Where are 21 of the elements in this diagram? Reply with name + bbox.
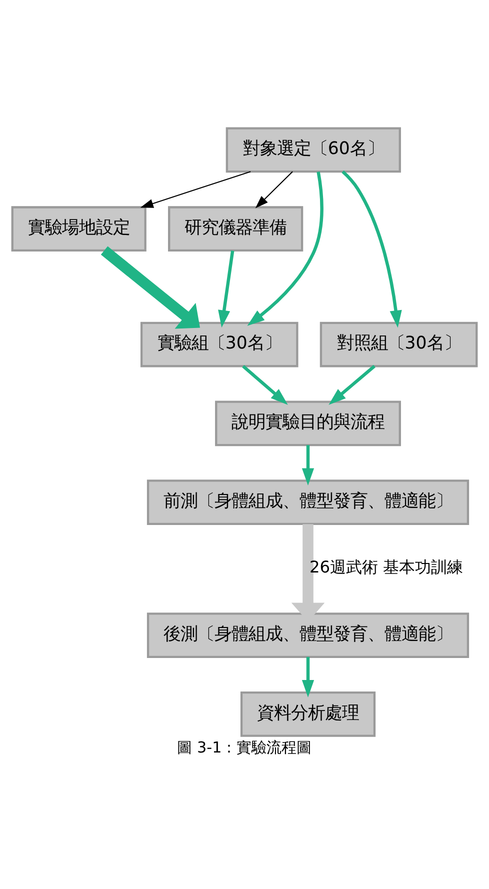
arrow: [218, 250, 234, 328]
arrow: [247, 171, 324, 326]
node-box: 後測〔身體組成、體型發育、體適能〕: [146, 612, 470, 658]
arrow: [342, 170, 402, 328]
arrow: [328, 364, 376, 405]
node-box: 資料分析處理: [240, 692, 376, 737]
arrow: [302, 445, 314, 486]
node-box: 前測〔身體組成、體型發育、體適能〕: [146, 480, 470, 526]
node-box: 實驗場地設定: [11, 206, 146, 252]
node-box: 研究儀器準備: [168, 206, 304, 252]
edge-label: 26週武術 基本功訓練: [309, 558, 464, 577]
arrow: [302, 656, 314, 698]
node-box: 對照組〔30名〕: [320, 322, 478, 368]
arrow: [100, 246, 200, 329]
node-box: 實驗組〔30名〕: [140, 322, 298, 368]
arrow: [255, 171, 293, 208]
node-box: 說明實驗目的與流程: [215, 400, 401, 446]
caption: 圖 3-1：實驗流程圖: [177, 738, 312, 756]
arrow: [140, 171, 251, 208]
node-box: 對象選定〔60名〕: [226, 127, 401, 173]
arrow: [242, 364, 288, 405]
